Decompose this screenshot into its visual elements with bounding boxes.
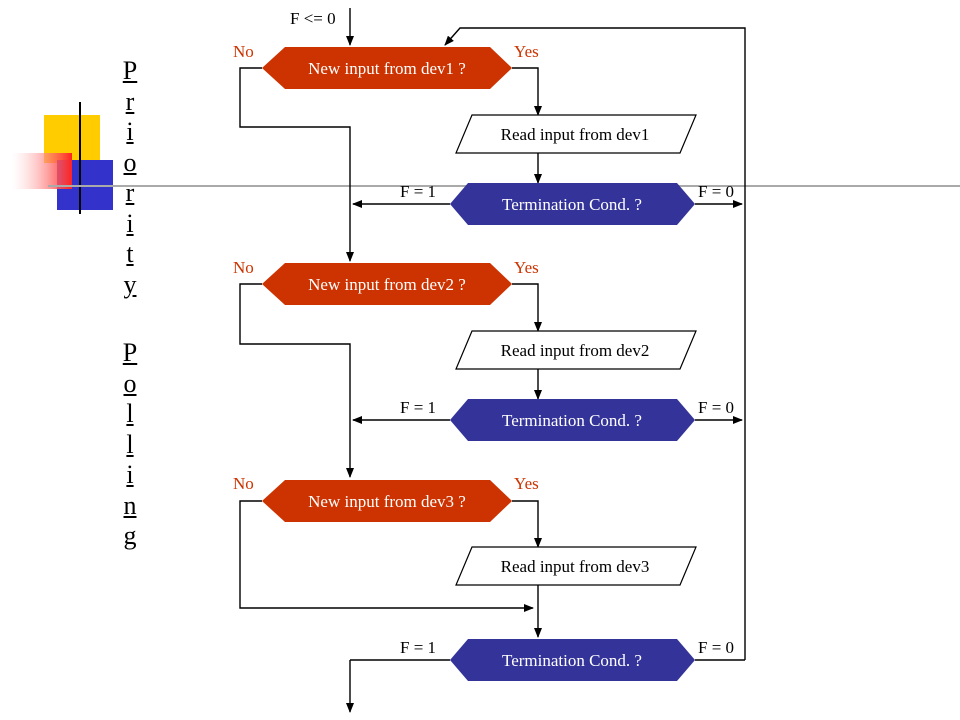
yes-arrow-dev2 (512, 283, 542, 332)
decision-label-dev1: New input from dev1 ? (308, 59, 466, 78)
read-box-dev1 (455, 114, 697, 154)
read-box-dev3 (455, 546, 697, 586)
title-char: l (126, 399, 134, 428)
f0-label-dev3: F = 0 (698, 638, 734, 657)
decision-dev1 (262, 47, 512, 89)
title-char: o (123, 147, 137, 177)
title-char: P (122, 56, 138, 85)
decision-label-dev3: New input from dev3 ? (308, 492, 466, 511)
title-char: g (123, 521, 137, 550)
read-box-dev2 (455, 330, 697, 370)
f1-label-dev3: F = 1 (400, 638, 436, 657)
yes-label-dev1: Yes (514, 42, 539, 61)
no-path-dev1 (239, 67, 354, 262)
title-char: i (126, 208, 134, 238)
loop-back-arrow (444, 27, 746, 660)
title-char: y (123, 269, 137, 299)
connectors (239, 8, 746, 713)
yes-label-dev2: Yes (514, 258, 539, 277)
title-char: P (122, 338, 138, 367)
title-char: i (126, 460, 134, 489)
decision-label-dev2: New input from dev2 ? (308, 275, 466, 294)
entry-label: F <= 0 (290, 9, 336, 28)
termination-dev1 (450, 183, 695, 225)
slide-decoration (12, 102, 960, 214)
yes-label-dev3: Yes (514, 474, 539, 493)
read-label-dev1: Read input from dev1 (501, 125, 650, 144)
title-char: l (126, 429, 134, 459)
f1-label-dev2: F = 1 (400, 398, 436, 417)
no-label-dev3: No (233, 474, 254, 493)
page-title: P r i o r i t y P o l l i n g (112, 56, 148, 552)
f1-label-dev1: F = 1 (400, 182, 436, 201)
termination-dev3 (450, 639, 695, 681)
read-label-dev2: Read input from dev2 (501, 341, 650, 360)
red-square (12, 153, 72, 189)
termination-dev2 (450, 399, 695, 441)
decision-dev3 (262, 480, 512, 522)
title-char: i (126, 117, 134, 146)
termination-label-dev2: Termination Cond. ? (502, 411, 642, 430)
termination-label-dev3: Termination Cond. ? (502, 651, 642, 670)
yes-arrow-dev1 (512, 67, 542, 116)
no-path-dev2 (239, 283, 354, 478)
title-char: r (125, 86, 135, 116)
yes-arrow-dev3 (512, 500, 542, 548)
termination-label-dev1: Termination Cond. ? (502, 195, 642, 214)
decision-dev2 (262, 263, 512, 305)
title-char: o (123, 368, 137, 398)
no-label-dev2: No (233, 258, 254, 277)
title-char: n (123, 490, 137, 520)
title-char: r (125, 178, 135, 207)
no-path-dev3 (239, 500, 534, 612)
f0-label-dev1: F = 0 (698, 182, 734, 201)
title-char: t (126, 239, 134, 268)
f0-label-dev2: F = 0 (698, 398, 734, 417)
read-label-dev3: Read input from dev3 (501, 557, 650, 576)
no-label-dev1: No (233, 42, 254, 61)
